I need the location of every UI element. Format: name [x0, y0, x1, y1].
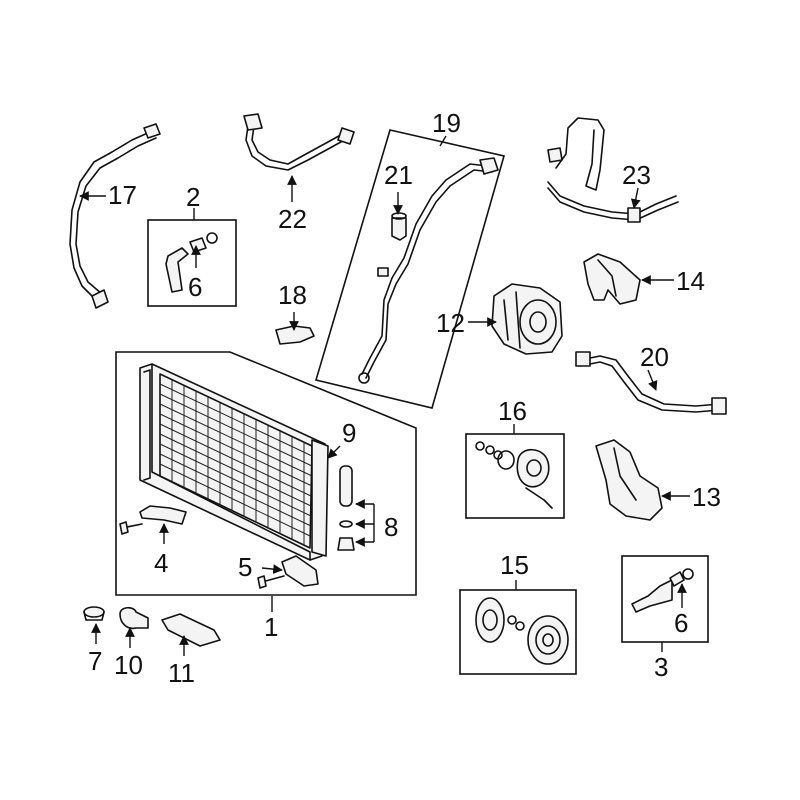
callout-10: 10 — [114, 650, 143, 680]
bracket-11-part[interactable] — [161, 613, 221, 647]
pipe-20-part[interactable] — [575, 351, 727, 415]
callout-18: 18 — [278, 280, 307, 310]
callout-9: 9 — [342, 418, 356, 448]
callout-1: 1 — [264, 612, 278, 642]
callout-15: 15 — [500, 550, 529, 580]
bracket-14-part[interactable] — [583, 253, 641, 305]
line-clamp-3-part[interactable] — [631, 568, 694, 613]
group-box-19 — [314, 129, 506, 409]
bracket-18-part[interactable] — [275, 325, 315, 345]
group-box-16 — [465, 433, 565, 519]
callout-7: 7 — [88, 646, 102, 676]
callout-labels: 1 2 3 4 5 6 6 7 8 9 10 11 12 13 14 15 16… — [88, 108, 721, 688]
group-box-15 — [459, 589, 577, 675]
callout-17: 17 — [108, 180, 137, 210]
condenser-part[interactable] — [139, 363, 329, 561]
callout-12: 12 — [436, 308, 465, 338]
group-box-2 — [147, 219, 237, 307]
pipe-23-part[interactable] — [547, 117, 679, 223]
bracket-13-part[interactable] — [595, 439, 663, 521]
hose-22-part[interactable] — [243, 113, 355, 171]
callout-20: 20 — [640, 342, 669, 372]
clutch-assembly-15-part[interactable] — [475, 597, 569, 665]
pressure-switch-21-part[interactable] — [391, 212, 407, 241]
callout-16: 16 — [498, 396, 527, 426]
callout-4: 4 — [154, 548, 168, 578]
callout-8: 8 — [384, 512, 398, 542]
cap-7-part[interactable] — [83, 606, 105, 621]
callout-14: 14 — [676, 266, 705, 296]
condenser-group-box — [115, 351, 417, 596]
callout-11: 11 — [168, 658, 195, 688]
group-box-3 — [621, 555, 709, 643]
callout-22: 22 — [278, 204, 307, 234]
bracket-4-part[interactable] — [119, 505, 187, 535]
pipe-19-part[interactable] — [358, 157, 499, 384]
leader-lines — [79, 135, 690, 656]
callout-6-box3: 6 — [674, 608, 688, 638]
sensor-10-part[interactable] — [119, 606, 149, 630]
callout-19: 19 — [432, 108, 461, 138]
callout-6-box2: 6 — [188, 272, 202, 302]
callout-2: 2 — [186, 182, 200, 212]
hose-17-part[interactable] — [69, 123, 161, 309]
callout-3: 3 — [654, 652, 668, 682]
callout-23: 23 — [622, 160, 651, 190]
callout-13: 13 — [692, 482, 721, 512]
bracket-5-part[interactable] — [257, 555, 319, 589]
callout-5: 5 — [238, 552, 252, 582]
compressor-12-part[interactable] — [491, 283, 563, 355]
clutch-coil-16-part[interactable] — [475, 441, 553, 509]
callout-21: 21 — [384, 160, 413, 190]
receiver-part-8[interactable] — [337, 465, 355, 551]
